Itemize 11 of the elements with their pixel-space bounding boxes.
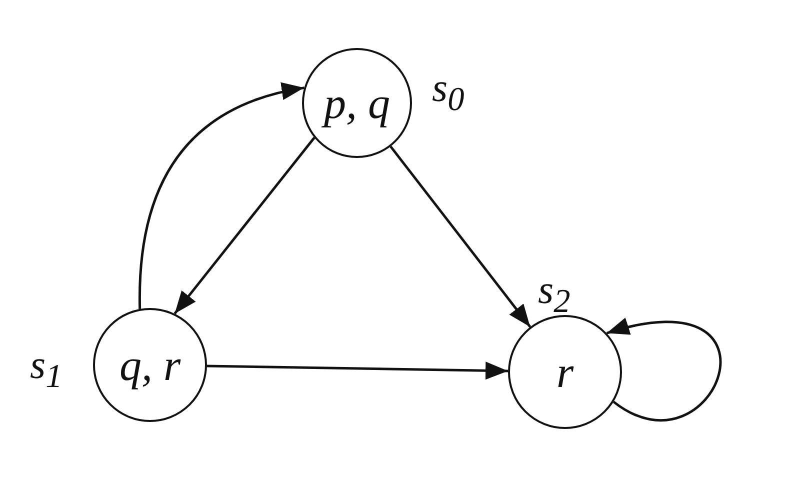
state-name: s$_{2}$ [538, 270, 570, 318]
state-name: s$_{1}$ [30, 345, 62, 394]
state-label: p, q [324, 78, 390, 128]
state-label: r [556, 346, 574, 398]
state-name: s$_{0}$ [432, 68, 464, 116]
arrow [606, 319, 722, 422]
arrow [138, 83, 304, 309]
arrow [174, 136, 316, 314]
arrow [206, 362, 508, 380]
arrow [390, 146, 532, 328]
state-label: q, r [119, 340, 181, 390]
